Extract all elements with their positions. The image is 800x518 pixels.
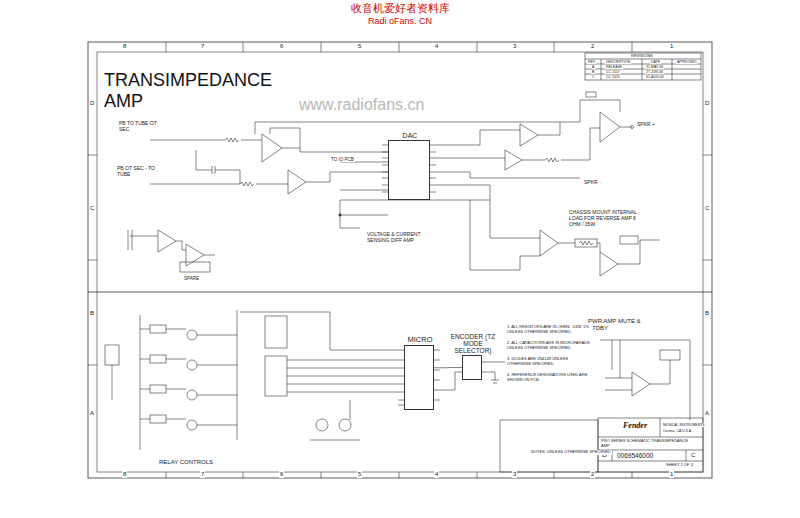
schematic-label: 2: [590, 43, 595, 50]
chip-heading: MICRO: [400, 336, 440, 344]
schematic-label: APPROVED: [676, 60, 697, 64]
schematic-label: 31-MAY-06: [645, 65, 664, 69]
schematic-label: REVISIONS: [630, 54, 654, 59]
schematic-label: RELAY CONTROLS: [158, 459, 214, 466]
schematic-label: C: [690, 452, 696, 459]
schematic-label: REV: [587, 60, 596, 64]
schematic-label: NOTES: UNLESS OTHERWISE SPECIFIED: [530, 450, 612, 455]
chip-heading: DAC: [389, 132, 431, 140]
schematic-label: DESCRIPTION: [605, 60, 631, 64]
schematic-label: 3. DIODES ARE 1N4148 UNLESS OTHERWISE SP…: [506, 357, 593, 366]
schematic-label: PB OT SEC - TO TUBE: [116, 166, 160, 178]
schematic-label: CC 1017: [605, 70, 621, 74]
schematic-label: B: [89, 310, 95, 317]
schematic-label: 4: [434, 471, 439, 478]
signal-wire: [434, 367, 462, 368]
schematic-label: 01-AUG-06: [645, 75, 665, 79]
schematic-label: SPKR -: [583, 180, 602, 186]
schematic-label: CC 1025: [605, 75, 621, 79]
schematic-label: PWR AMP MUTE & STDBY: [587, 318, 663, 332]
schematic-label: C: [89, 205, 95, 212]
schematic-label: DATE: [650, 60, 661, 64]
schematic-label: B: [591, 70, 595, 74]
schematic-label: 2. ALL CAPACITORS ARE IN MICROFARADS UNL…: [506, 341, 593, 350]
schematic-label: 7: [200, 43, 205, 50]
schematic-label: Corona, CA U.S.A.: [662, 429, 693, 433]
schematic-label: 8: [122, 43, 127, 50]
ic-chip: ENCODER (TZ MODE SELECTOR): [462, 355, 482, 380]
schematic-label: 5: [357, 471, 362, 478]
schematic-label: A: [591, 65, 595, 69]
schematic-label: Radi oFans. CN: [367, 16, 433, 26]
schematic-label: 1. ALL RESISTORS ARE IN OHMS, 1/4W, 5% U…: [506, 325, 593, 334]
schematic-label: 1: [669, 43, 674, 50]
schematic-label: MUSICAL INSTRUMENTS: [662, 423, 706, 427]
schematic-label: PRO SERIES SCHEMATIC TRANSIMPEDANCE AMP: [600, 439, 697, 448]
schematic-label: SPKR +: [636, 122, 656, 128]
schematic-label: 2: [590, 471, 595, 478]
schematic-label: Fender: [622, 421, 648, 430]
schematic-label: 3: [512, 471, 517, 478]
schematic-label: 收音机爱好者资料库: [350, 2, 451, 15]
schematic-label: 1: [669, 471, 674, 478]
schematic-label: TO IO PCB: [330, 157, 355, 162]
schematic-label: PB TO TUBE OT SEC: [118, 121, 162, 133]
schematic-label: 5: [357, 43, 362, 50]
schematic-label: 27-JUN-06: [645, 70, 664, 74]
schematic-label: TRANSIMPEDANCE AMP: [103, 70, 295, 111]
schematic-label: 4. REFERENCE DESIGNATORS USED ARE SHOWN …: [506, 373, 593, 382]
schematic-label: SPARE: [183, 276, 200, 281]
schematic-label: D: [89, 100, 95, 107]
schematic-label: 7: [200, 471, 205, 478]
schematic-label: CHASSIS MOUNT INTERNAL LOAD FOR REVERSE …: [568, 210, 644, 227]
schematic-label: C: [591, 75, 596, 79]
ic-chip: MICRO: [404, 345, 434, 410]
chip-heading: ENCODER (TZ MODE SELECTOR): [449, 333, 497, 354]
watermark: www.radiofans.cn: [298, 96, 425, 114]
schematic-label: 0069546000: [616, 452, 654, 459]
schematic-label: 6: [279, 43, 284, 50]
schematic-label: 4: [434, 43, 439, 50]
schematic-label: D: [704, 100, 710, 107]
schematic-label: A: [89, 410, 95, 417]
schematic-label: C: [704, 205, 710, 212]
ic-chip: DAC: [388, 140, 430, 200]
schematic-label: 8: [122, 471, 127, 478]
schematic-label: 6: [279, 471, 284, 478]
schematic-label: RELEASE: [605, 65, 623, 69]
schematic-label: VOLTAGE & CURRENT SENSING DIFF AMP: [366, 232, 426, 244]
schematic-label: 3: [512, 43, 517, 50]
schematic-label: SHEET 1 OF 3: [665, 463, 694, 468]
schematic-label: A: [704, 410, 710, 417]
schematic-label: B: [704, 310, 710, 317]
